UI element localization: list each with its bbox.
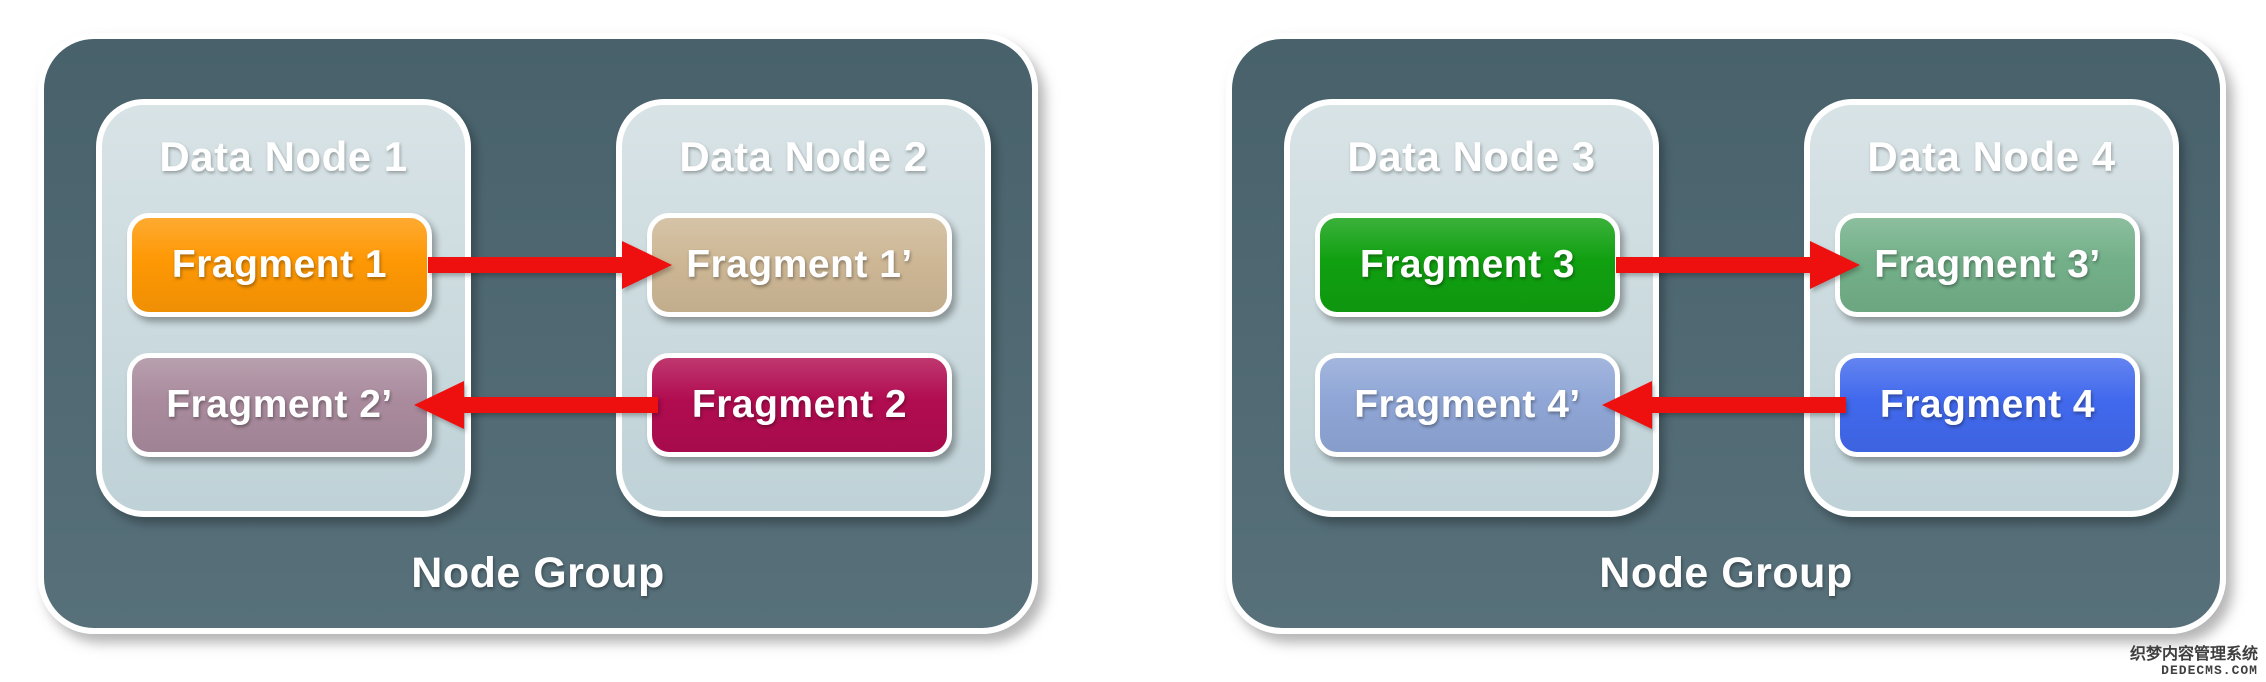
watermark-chinese-text: 织梦内容管理系统 [2129,646,2258,664]
watermark: 织梦内容管理系统 DEDECMS.COM [2130,646,2258,678]
fragment-4-box: Fragment 4 [1835,353,2140,457]
node-group-2: Data Node 3 Fragment 3 Fragment 4’ Data … [1226,33,2226,634]
fragment-3-box: Fragment 3 [1315,213,1620,317]
replication-arrow-fragment1-right [428,241,672,289]
node-group-1-label: Node Group [411,549,665,597]
fragment-3-replica-box: Fragment 3’ [1835,213,2140,317]
fragment-2-box: Fragment 2 [647,353,952,457]
data-node-2-title: Data Node 2 [679,133,928,180]
data-node-1-title: Data Node 1 [159,133,408,180]
watermark-site-text: DEDECMS.COM [2161,662,2258,678]
fragment-1-box: Fragment 1 [127,213,432,317]
replication-arrow-fragment3-right [1616,241,1860,289]
replication-arrow-fragment4-left [1602,381,1846,429]
fragment-3-replica-label: Fragment 3’ [1874,243,2101,286]
fragment-2-replica-box: Fragment 2’ [127,353,432,457]
fragment-4-label: Fragment 4 [1879,383,2096,426]
fragment-2-label: Fragment 2 [691,383,908,426]
data-node-3: Data Node 3 Fragment 3 Fragment 4’ [1284,99,1659,517]
fragment-4-replica-box: Fragment 4’ [1315,353,1620,457]
fragment-1-label: Fragment 1 [171,243,388,286]
node-group-2-label: Node Group [1599,549,1853,597]
fragment-4-replica-label: Fragment 4’ [1354,383,1581,426]
fragment-3-label: Fragment 3 [1359,243,1576,286]
data-node-2: Data Node 2 Fragment 1’ Fragment 2 [616,99,991,517]
fragment-1-replica-label: Fragment 1’ [686,243,913,286]
data-node-4-title: Data Node 4 [1867,133,2116,180]
data-node-1: Data Node 1 Fragment 1 Fragment 2’ [96,99,471,517]
data-node-3-title: Data Node 3 [1347,133,1596,180]
fragment-1-replica-box: Fragment 1’ [647,213,952,317]
replication-arrow-fragment2-left [414,381,658,429]
node-group-1: Data Node 1 Fragment 1 Fragment 2’ Data … [38,33,1038,634]
data-node-4: Data Node 4 Fragment 3’ Fragment 4 [1804,99,2179,517]
fragment-2-replica-label: Fragment 2’ [166,383,393,426]
